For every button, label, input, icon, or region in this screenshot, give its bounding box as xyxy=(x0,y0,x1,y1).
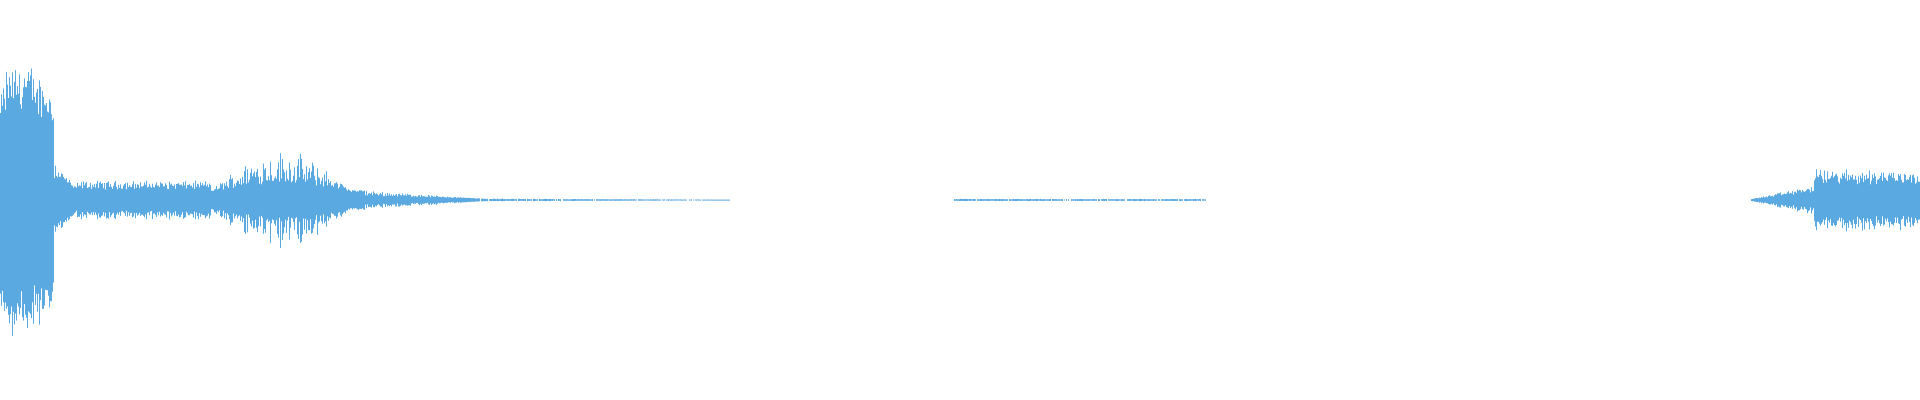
waveform-segment-residual xyxy=(481,198,730,202)
waveform-segment-swell-in xyxy=(1751,187,1814,214)
waveform-path-second-burst xyxy=(211,153,365,248)
waveform-segment-low-tail xyxy=(77,180,211,220)
waveform-segment-faint-line xyxy=(954,198,1206,202)
waveform-segment-initial-burst xyxy=(0,68,54,336)
waveform-path-burst-decay xyxy=(54,165,77,232)
waveform-segment-second-burst xyxy=(211,153,365,248)
waveform-path-residual xyxy=(481,198,730,202)
waveform-path-fade-out xyxy=(365,191,480,209)
waveform-path-end-burst xyxy=(1814,169,1920,232)
waveform-segment-fade-out xyxy=(365,191,480,209)
waveform-path-faint-line xyxy=(954,198,1206,202)
waveform-segment-end-burst xyxy=(1814,169,1920,232)
waveform-segment-burst-decay xyxy=(54,165,77,232)
waveform-path-initial-burst xyxy=(0,68,54,336)
waveform-path-low-tail xyxy=(77,180,211,220)
waveform-path-swell-in xyxy=(1751,187,1814,214)
